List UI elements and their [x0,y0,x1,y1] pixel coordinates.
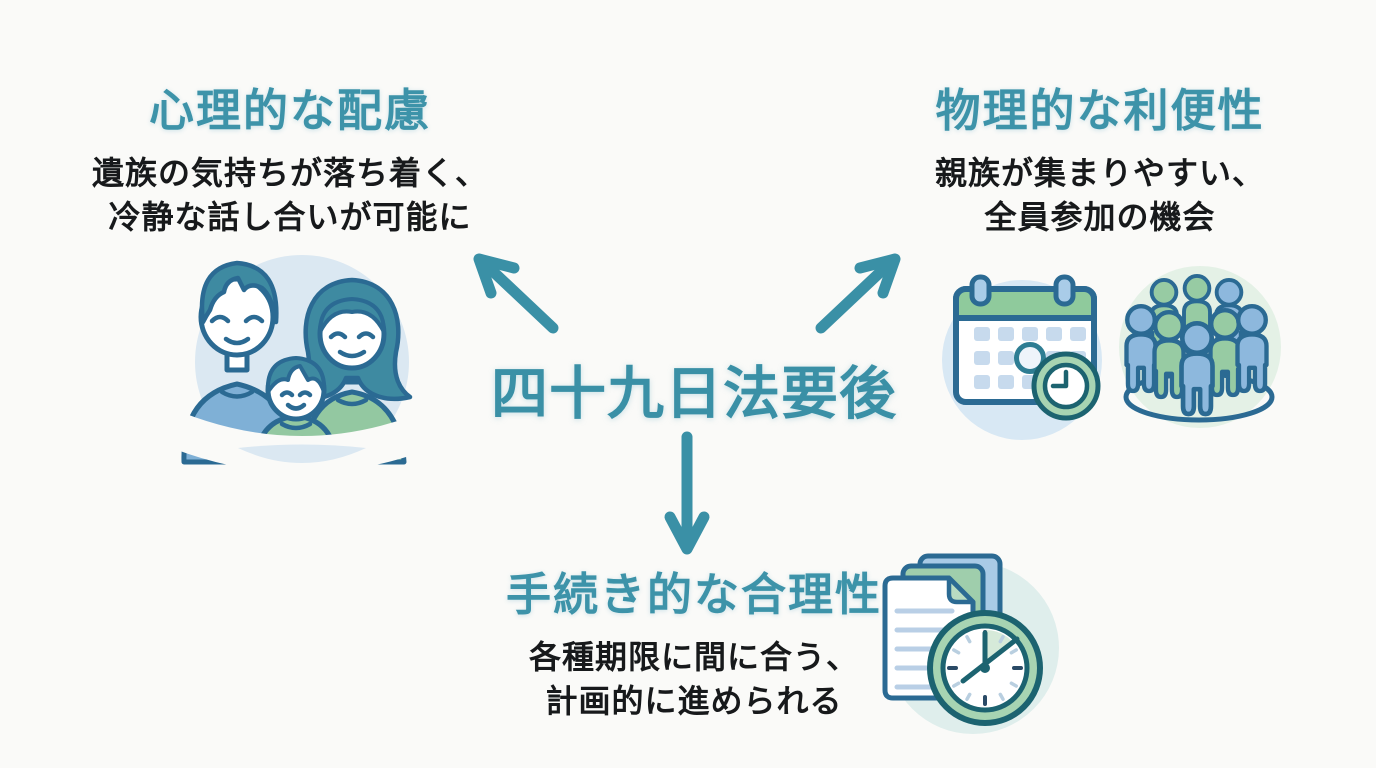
branch-psychological-title: 心理的な配慮 [148,84,431,137]
branch-procedural-description: 各種期限に間に合う、計画的に進められる [486,635,902,723]
branch-procedural-title: 手続き的な合理性 [505,568,882,621]
arrow-up-right-icon [815,253,901,334]
branch-psychological-line1: 遺族の気持ちが落ち着く、 [91,154,488,192]
branch-physical-line2: 全員参加の機会 [984,198,1216,237]
family-illustration [148,255,456,473]
branch-procedural-line2: 計画的に進められる [545,682,843,721]
branch-procedural-line1: 各種期限に間に合う、 [528,638,859,676]
branch-physical-description: 親族が集まりやすい、全員参加の機会 [903,151,1297,239]
branch-psychological-description: 遺族の気持ちが落ち着く、冷静な話し合いが可能に [55,151,525,239]
arrow-down-icon [664,431,710,555]
calendar-clock-icon [942,274,1102,440]
arrow-up-left-icon [473,253,559,334]
documents-clock-icon [882,553,1059,734]
people-group-icon [1119,266,1281,428]
branch-physical-line1: 親族が集まりやすい、 [934,154,1265,192]
branch-psychological: 心理的な配慮 遺族の気持ちが落ち着く、冷静な話し合いが可能に [55,74,525,239]
branch-psychological-line2: 冷静な話し合いが可能に [108,198,472,237]
branch-physical-title: 物理的な利便性 [935,84,1265,137]
center-topic-title: 四十九日法要後 [491,361,897,427]
branch-physical: 物理的な利便性 親族が集まりやすい、全員参加の機会 [903,74,1297,239]
branch-procedural: 手続き的な合理性 各種期限に間に合う、計画的に進められる [486,558,902,723]
